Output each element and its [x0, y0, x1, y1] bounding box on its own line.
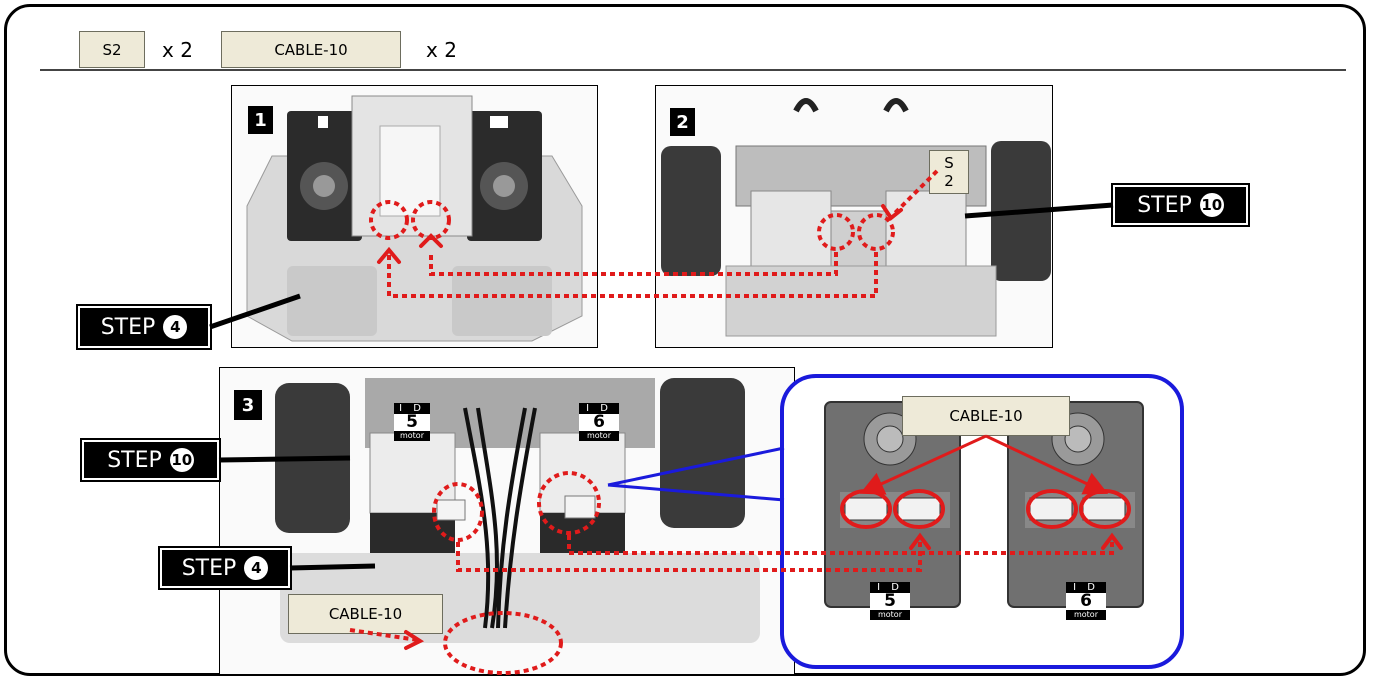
- motor-id-label-5: I D 5 motor: [394, 403, 430, 441]
- part-code-cable10: CABLE-10: [221, 31, 401, 68]
- step-number-badge: 10: [169, 448, 194, 472]
- callout-s2: S2: [929, 150, 969, 194]
- step-number-badge: 4: [244, 556, 269, 580]
- part-qty-cable10: x 2: [426, 38, 457, 62]
- panel-number: 2: [670, 108, 695, 136]
- detail-id-label-6: I D 6 motor: [1066, 582, 1106, 620]
- callout-cable10-detail: CABLE-10: [902, 396, 1070, 436]
- robot-base-illustration: [246, 95, 583, 342]
- header-divider: [40, 69, 1346, 71]
- detail-id-label-5: I D 5 motor: [870, 582, 910, 620]
- part-qty-s2: x 2: [162, 38, 193, 62]
- callout-cable10-panel3: CABLE-10: [288, 594, 443, 634]
- motor-id-label-6: I D 6 motor: [579, 403, 619, 441]
- part-code-s2: S2: [79, 31, 145, 68]
- panel-number: 3: [234, 390, 262, 420]
- step-number-badge: 10: [1199, 193, 1224, 217]
- photo-panel-1: 1: [231, 85, 598, 348]
- step-number-badge: 4: [163, 315, 188, 339]
- panel-number: 1: [248, 106, 273, 134]
- photo-panel-2: 2: [655, 85, 1053, 348]
- robot-assembly-illustration: [661, 98, 1051, 337]
